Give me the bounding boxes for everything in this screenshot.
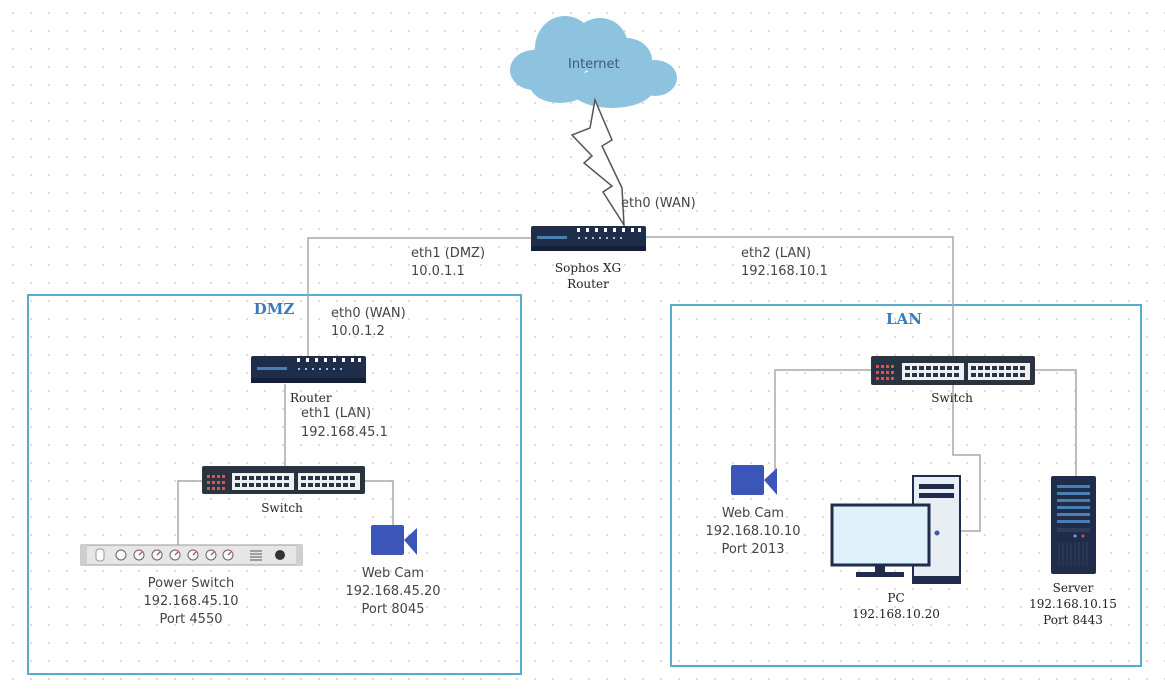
lan-switch-label: Switch	[931, 391, 973, 405]
internet-label: Internet	[568, 57, 620, 72]
dmz-link-ip: 10.0.1.1	[411, 264, 465, 279]
wan-interface-label: eth0 (WAN)	[621, 196, 696, 211]
dmz-router-wan-ip: 10.0.1.2	[331, 324, 385, 339]
sophos-router-icon	[531, 226, 646, 251]
dmz-router-lan-interface: eth1 (LAN)	[301, 406, 372, 421]
lan-switch-icon	[871, 356, 1035, 385]
link-dmz-switch-webcam	[365, 480, 394, 528]
link-lan-switch-pc	[952, 384, 981, 532]
lan-link-interface: eth2 (LAN)	[741, 246, 812, 261]
lan-webcam-icon	[731, 465, 777, 495]
dmz-webcam-ip: 192.168.45.20	[345, 584, 441, 599]
power-switch-icon	[80, 544, 303, 566]
lan-zone-title: LAN	[886, 310, 922, 328]
dmz-router-lan-ip: 192.168.45.1	[301, 425, 388, 440]
connector-lines	[177, 236, 1077, 546]
server-name: Server	[1052, 581, 1094, 595]
dmz-switch-icon	[202, 466, 365, 494]
dmz-webcam-name: Web Cam	[361, 566, 425, 581]
power-switch-port: Port 4550	[159, 612, 223, 627]
dmz-router-icon	[251, 356, 366, 383]
link-lan-switch-server	[1034, 369, 1077, 477]
lan-webcam-ip: 192.168.10.10	[705, 524, 801, 539]
pc-ip: 192.168.10.20	[852, 607, 940, 621]
link-sophos-lan-switch	[645, 236, 954, 357]
dmz-router-wan-interface: eth0 (WAN)	[331, 306, 406, 321]
sophos-router-name-line2: Router	[567, 277, 609, 291]
server-icon	[1051, 476, 1096, 574]
dmz-webcam-port: Port 8045	[361, 602, 425, 617]
dmz-router-label: Router	[290, 391, 332, 405]
pc-monitor-icon	[830, 503, 931, 577]
lan-link-ip: 192.168.10.1	[741, 264, 828, 279]
dmz-switch-label: Switch	[261, 501, 303, 515]
dmz-link-interface: eth1 (DMZ)	[411, 246, 486, 261]
dmz-zone	[27, 294, 522, 675]
server-ip: 192.168.10.15	[1029, 597, 1117, 611]
lan-webcam-name: Web Cam	[721, 506, 785, 521]
dmz-zone-title: DMZ	[253, 300, 295, 318]
internet-cloud-icon	[510, 16, 677, 108]
lan-webcam-port: Port 2013	[721, 542, 785, 557]
sophos-router-name-line1: Sophos XG	[554, 261, 622, 275]
link-sophos-dmz-router	[307, 237, 533, 357]
power-switch-ip: 192.168.45.10	[143, 594, 239, 609]
server-port: Port 8443	[1043, 613, 1103, 627]
dmz-webcam-icon	[371, 525, 417, 555]
power-switch-name: Power Switch	[147, 576, 235, 591]
pc-name: PC	[887, 591, 905, 605]
link-dmz-switch-power	[177, 480, 202, 546]
lightning-bolt-icon	[570, 97, 625, 228]
link-lan-switch-webcam	[774, 369, 872, 470]
lan-zone	[670, 304, 1142, 667]
